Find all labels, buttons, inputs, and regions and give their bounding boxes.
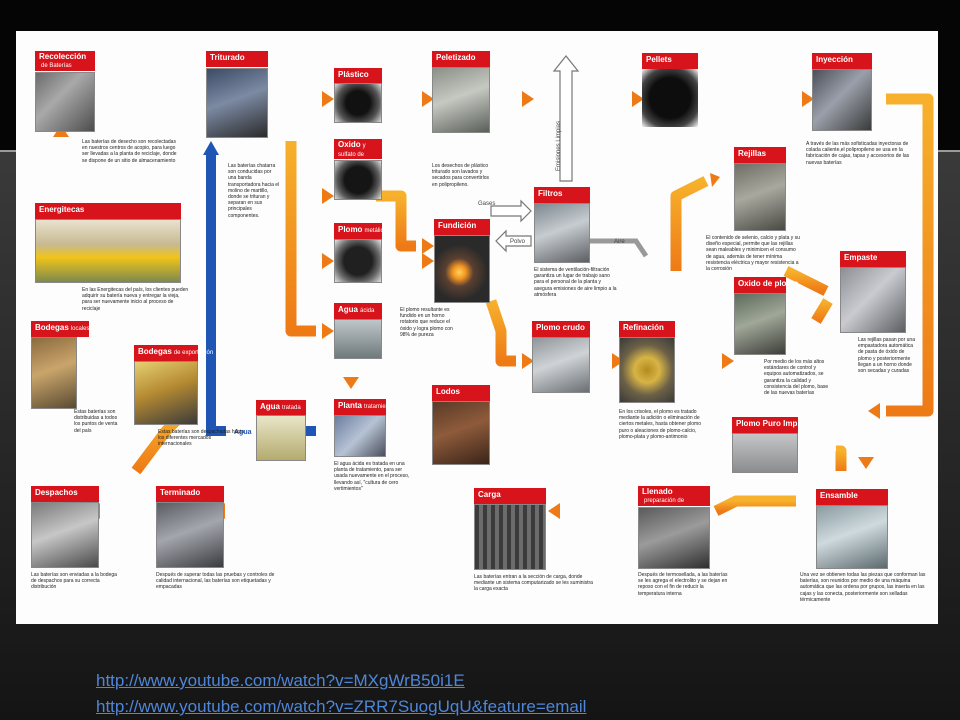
flow-label-emisiones: Emisiones Limpias — [556, 120, 562, 171]
desc-despachos: Las baterías son enviadas a la bodega de… — [31, 572, 117, 591]
stage-tag-filtros: Filtros — [534, 187, 590, 203]
divider-rule-left — [0, 150, 16, 152]
photo-plomo-metalico — [334, 239, 382, 283]
desc-fundicion: El plomo resultante es fundido en un hor… — [400, 307, 453, 338]
stage-tag-carga: Carga — [474, 488, 546, 504]
flow-label-polvo: Polvo — [510, 239, 526, 245]
flow-label-agua: Agua — [234, 429, 252, 436]
photo-despachos — [31, 502, 99, 568]
photo-plomo-crudo — [532, 337, 590, 393]
desc-rejillas: El contenido de selenio, calcio y plata … — [706, 235, 800, 273]
stage-tag-empaste: Empaste — [840, 251, 906, 267]
photo-inyeccion — [812, 69, 872, 131]
photo-recoleccion — [35, 72, 95, 132]
video-links: http://www.youtube.com/watch?v=MXgWrB50i… — [96, 668, 586, 720]
desc-bodegas-exportacion: Estas baterías son despachadas hacia los… — [158, 429, 244, 448]
stage-tag-refinacion: Refinación — [619, 321, 675, 337]
photo-empaste — [840, 267, 906, 333]
stage-tag-peletizado: Peletizado — [432, 51, 490, 67]
desc-refinacion: En los crisoles, el plomo es tratado med… — [619, 409, 701, 440]
desc-energitecas: En las Energitecas del país, los cliente… — [82, 287, 189, 312]
desc-triturado: Las baterías chatarra son conducidas por… — [228, 163, 280, 219]
stage-tag-plastico: Plástico — [334, 68, 382, 84]
stage-tag-energitecas: Energitecas — [35, 203, 181, 219]
photo-pellets — [642, 69, 698, 127]
desc-llenado: Después de termosellada, a las baterías … — [638, 572, 728, 597]
stage-tag-fundicion: Fundición — [434, 219, 490, 235]
desc-carga: Las baterías entran a la sección de carg… — [474, 574, 593, 593]
desc-filtros: El sistema de ventilación-filtración gar… — [534, 267, 617, 298]
stage-tag-terminado: Terminado — [156, 486, 224, 502]
stage-tag-triturado: Triturado — [206, 51, 268, 67]
flow-label-gases: Gases — [478, 201, 496, 207]
photo-oxido-plomo — [734, 293, 786, 355]
photo-oxido-sulfato — [334, 160, 382, 200]
flow-arrows — [53, 55, 934, 519]
photo-carga — [474, 504, 546, 570]
desc-terminado: Después de superar todas las pruebas y c… — [156, 572, 275, 591]
stage-tag-rejillas: Rejillas — [734, 147, 786, 163]
desc-peletizado: Los desechos de plástico triturado son l… — [432, 163, 489, 188]
desc-empaste: Las rejillas pasan por una empastadora a… — [858, 337, 915, 375]
photo-lodos — [432, 401, 490, 465]
photo-energitecas — [35, 219, 181, 283]
photo-agua-tratada — [256, 415, 306, 461]
desc-recoleccion: Las baterías de desecho son recolectadas… — [82, 139, 177, 164]
stage-tag-plomo-puro: Plomo Puro Imp. — [732, 417, 800, 433]
photo-peletizado — [432, 67, 490, 133]
photo-bodegas-locales — [31, 337, 77, 409]
desc-ensamble: Una vez se obtienen todas las piezas que… — [800, 572, 926, 603]
stage-tag-despachos: Despachos — [31, 486, 99, 502]
photo-fundicion — [434, 235, 490, 303]
stage-tag-inyeccion: Inyección — [812, 53, 872, 69]
photo-llenado — [638, 507, 710, 569]
stage-tag-oxido-plomo: Oxido de plomo — [734, 277, 798, 293]
video-link-1[interactable]: http://www.youtube.com/watch?v=MXgWrB50i… — [96, 671, 465, 690]
desc-oxido-plomo: Por medio de los más altos estándares de… — [764, 359, 829, 397]
photo-triturado — [206, 68, 268, 138]
flow-label-aire: Aire — [614, 239, 625, 245]
photo-plomo-puro — [732, 433, 798, 473]
photo-refinacion — [619, 337, 675, 403]
photo-rejillas — [734, 163, 786, 231]
photo-bodegas-exportacion — [134, 361, 198, 425]
desc-planta-tratamiento: El agua ácida es tratada en una planta d… — [334, 461, 410, 492]
photo-planta-tratamiento — [334, 415, 386, 457]
stage-tag-ensamble: Ensamble — [816, 489, 888, 505]
stage-tag-pellets: Pellets — [642, 53, 698, 69]
desc-bodegas-locales: Estas baterías son distribuidas a todos … — [74, 409, 118, 434]
photo-filtros — [534, 203, 590, 263]
stage-tag-lodos: Lodos — [432, 385, 490, 401]
photo-ensamble — [816, 505, 888, 569]
photo-agua-acida — [334, 319, 382, 359]
video-link-2[interactable]: http://www.youtube.com/watch?v=ZRR7SuogU… — [96, 697, 587, 716]
divider-rule-right — [938, 150, 960, 152]
desc-inyeccion: A través de las más sofisticadas inyecto… — [806, 141, 910, 166]
photo-terminado — [156, 502, 224, 568]
photo-plastico — [334, 83, 382, 123]
stage-tag-plomo-crudo: Plomo crudo — [532, 321, 590, 337]
